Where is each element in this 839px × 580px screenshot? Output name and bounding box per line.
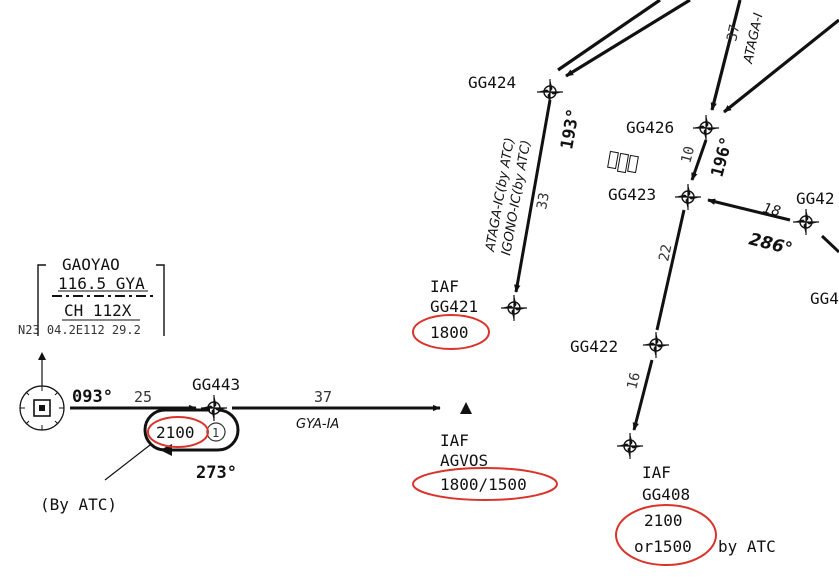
leg-to-gg426-a bbox=[710, 0, 742, 111]
label-gg424: GG424 bbox=[468, 73, 516, 92]
ataga-top-distance: 37 bbox=[724, 23, 743, 43]
ataga-top-name: ATAGA-I bbox=[741, 12, 767, 66]
altitude-gg443: 2100 bbox=[156, 423, 195, 442]
obstacle-icon bbox=[607, 150, 639, 174]
gg422-distance: 16 bbox=[624, 371, 644, 391]
gg426-course: 196° bbox=[708, 135, 738, 180]
label-gg422: GG422 bbox=[570, 337, 618, 356]
navaid-box bbox=[37, 264, 165, 336]
navaid-coordinates: N23 04.2E112 29.2 bbox=[18, 323, 141, 337]
gya-course: 093° bbox=[72, 387, 113, 407]
leg-east-far bbox=[820, 234, 839, 254]
altitude-gg408-note: by ATC bbox=[718, 537, 776, 556]
highlight-gg421-altitude bbox=[412, 314, 490, 350]
label-gg421: GG421 bbox=[430, 297, 478, 316]
navaid-name: GAOYAO bbox=[62, 255, 120, 274]
waypoint-gg424-icon bbox=[536, 78, 564, 106]
label-gg423: GG423 bbox=[608, 185, 656, 204]
altitude-gg408-line2: or1500 bbox=[634, 537, 692, 556]
east-distance: 18 bbox=[761, 200, 782, 220]
highlight-agvos-altitude bbox=[412, 467, 558, 501]
label-gg443: GG443 bbox=[192, 375, 240, 394]
gg424-distance: 33 bbox=[534, 191, 553, 210]
gya-ia-distance: 37 bbox=[314, 388, 332, 406]
agvos-triangle-icon bbox=[460, 402, 472, 414]
leg-gg426-gg423 bbox=[690, 139, 708, 181]
waypoint-gg423-icon bbox=[674, 183, 702, 211]
navaid-frequency: 116.5 GYA bbox=[58, 274, 145, 293]
altitude-gg421: 1800 bbox=[430, 323, 469, 342]
vor-compass-rose-icon bbox=[19, 385, 65, 431]
navaid-leader-arrow-icon bbox=[38, 352, 46, 360]
gg424-course: 193° bbox=[557, 107, 584, 151]
gg426-distance: 10 bbox=[678, 145, 698, 165]
waypoint-gg426-icon bbox=[692, 114, 720, 142]
label-agvos-iaf: IAF bbox=[440, 431, 469, 450]
by-atc-leader bbox=[104, 444, 151, 481]
holding-number: 1 bbox=[212, 426, 219, 440]
label-gg408-iaf: IAF bbox=[642, 463, 671, 482]
leg-to-gg424-b bbox=[557, 0, 661, 72]
east-course: 286° bbox=[747, 229, 795, 259]
waypoint-gg443-icon bbox=[200, 394, 228, 422]
label-gg408: GG408 bbox=[642, 485, 690, 504]
gya-distance: 25 bbox=[134, 388, 152, 406]
navaid-channel: CH 112X bbox=[64, 301, 132, 320]
label-agvos: AGVOS bbox=[440, 451, 488, 470]
highlight-gg443-altitude bbox=[147, 416, 209, 448]
waypoint-gg421-icon bbox=[500, 294, 528, 322]
leg-to-gg424-a bbox=[565, 0, 691, 78]
label-gg42x: GG42 bbox=[796, 189, 835, 208]
leg-to-gg426-b bbox=[723, 18, 839, 114]
altitude-agvos: 1800/1500 bbox=[440, 475, 527, 494]
altitude-gg408-line1: 2100 bbox=[644, 511, 683, 530]
leg-gg423-gg422 bbox=[655, 209, 686, 331]
waypoint-gg422-icon bbox=[642, 331, 670, 359]
leg-gg424-gg421 bbox=[514, 99, 552, 293]
holding-outbound-course: 273° bbox=[196, 463, 237, 483]
waypoint-gg408-icon bbox=[616, 432, 644, 460]
label-gg4x: GG4 bbox=[810, 289, 839, 308]
label-gg426: GG426 bbox=[626, 118, 674, 137]
gg423-distance: 22 bbox=[656, 243, 675, 263]
leg-east-gg423 bbox=[707, 198, 791, 222]
label-gg421-iaf: IAF bbox=[430, 277, 459, 296]
leg-gg422-gg408 bbox=[632, 359, 654, 431]
waypoint-gg42x-icon bbox=[792, 208, 820, 236]
highlight-gg408-altitude bbox=[615, 504, 717, 566]
holding-by-atc: (By ATC) bbox=[40, 495, 117, 514]
gya-ia-name: GYA-IA bbox=[296, 417, 339, 432]
